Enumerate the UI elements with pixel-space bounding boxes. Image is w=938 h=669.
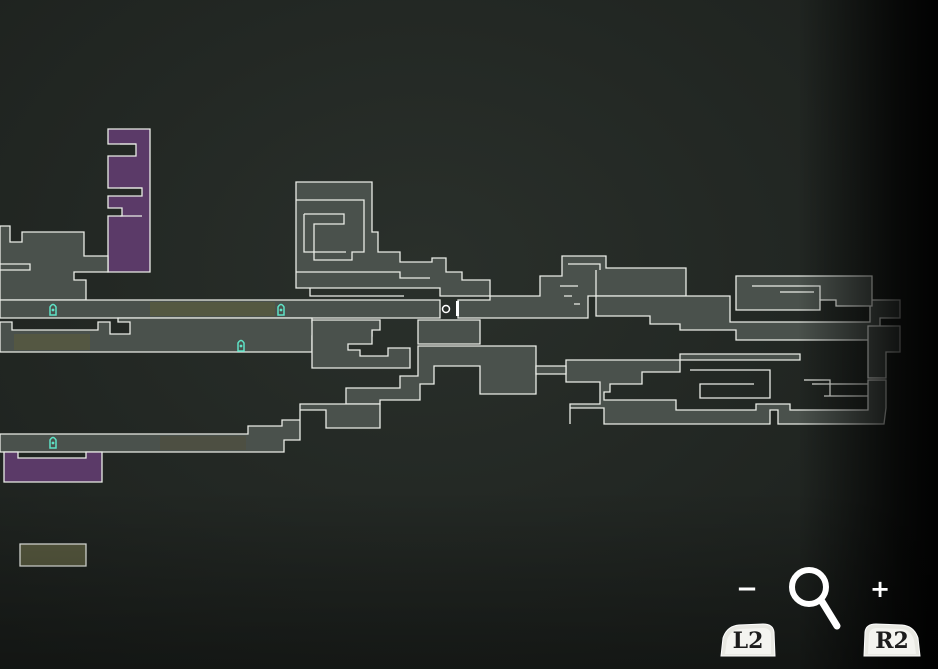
zoom-out-button[interactable]: L2 (719, 622, 777, 658)
zoom-out-sign: − (736, 574, 758, 604)
map-room-lower-olive (160, 436, 246, 450)
map-room-purple-bottom (3, 451, 103, 483)
zoom-in-button-label: R2 (875, 628, 909, 654)
map-room-left-chamber (0, 225, 109, 301)
magnifier-icon (789, 567, 841, 630)
map-room-spiral-inner (296, 199, 365, 261)
trigger-button-shape (720, 623, 776, 657)
zoom-in-button[interactable]: R2 (862, 622, 922, 658)
map-room-purple-tower (107, 128, 151, 273)
map-passage-east (535, 365, 567, 375)
map-room-far-right-top (735, 275, 873, 311)
zoom-in-sign: + (869, 575, 891, 603)
map-room-purple-tower-inner (120, 143, 142, 217)
map-room-right-edge (867, 325, 901, 379)
map-room-central (311, 319, 411, 369)
map-room-east-inner (560, 263, 601, 305)
zoom-out-button-label: L2 (732, 628, 764, 654)
save-point-icon[interactable] (49, 436, 57, 449)
map-corridor-mid-olive (14, 334, 90, 350)
map-corridor-upper-olive (150, 302, 275, 316)
map-room-hub-lower (345, 345, 537, 405)
map-room-spiral (295, 181, 491, 297)
player-icon (441, 301, 459, 316)
map-room-left-step (0, 263, 31, 271)
trigger-button-shape (863, 623, 921, 657)
map-room-lower-passage (0, 403, 381, 453)
save-point-icon[interactable] (49, 303, 57, 316)
map-room-olive-isolated (19, 543, 87, 567)
map-room-right-complex-inner (690, 369, 868, 399)
map-room-spiral-lower (296, 271, 430, 297)
map-room-right-complex (565, 353, 887, 425)
map-room-hub (417, 319, 481, 345)
save-point-icon[interactable] (237, 339, 245, 352)
save-point-icon[interactable] (277, 303, 285, 316)
